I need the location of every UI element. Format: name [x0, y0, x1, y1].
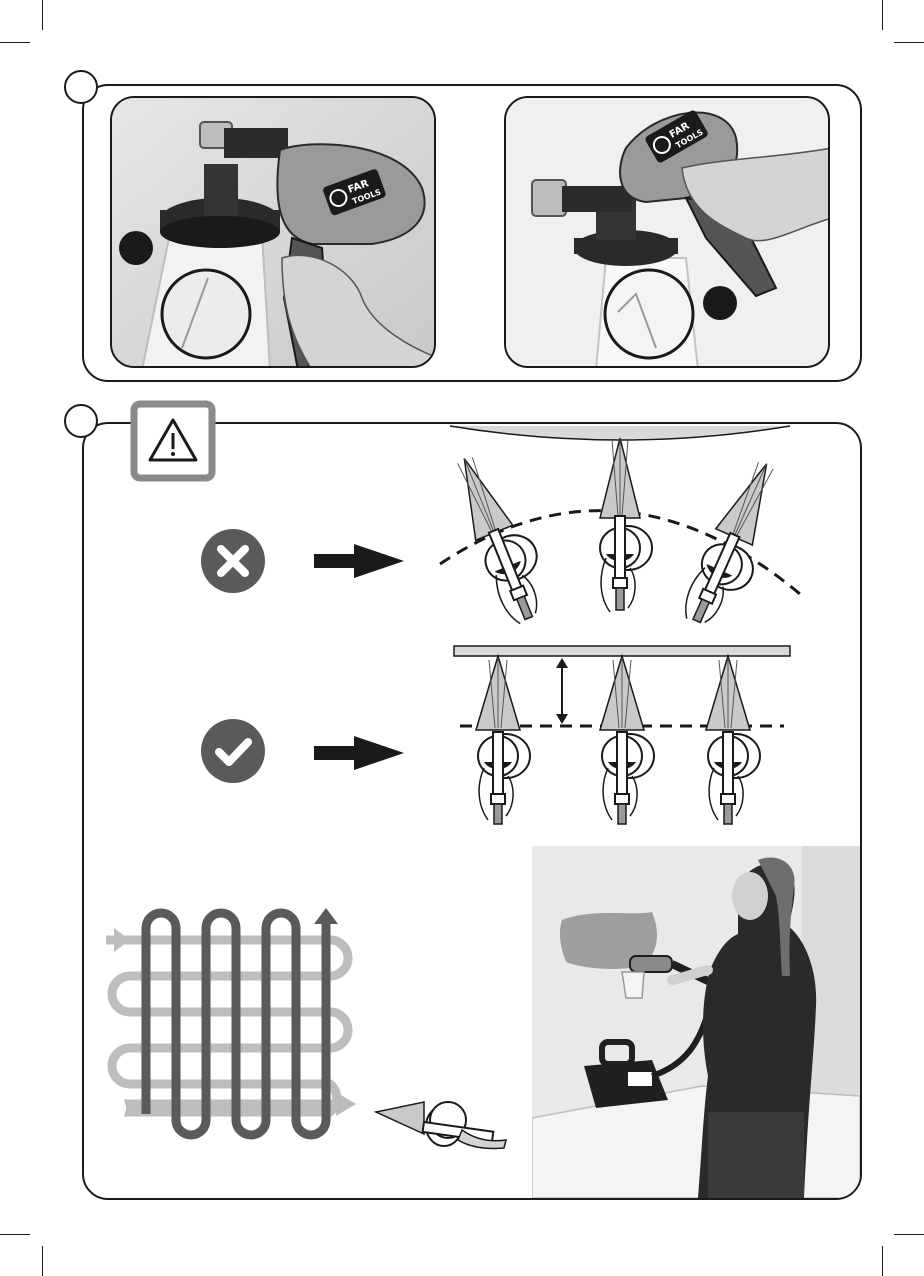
crop-mark [42, 0, 43, 30]
crop-mark [0, 1234, 30, 1235]
woman-spraying-illustration [532, 846, 860, 1198]
cross-circle-icon [200, 528, 266, 594]
cross-hatch-spray-pattern-diagram [100, 900, 362, 1144]
photo-spray-gun-tilted: FAR TOOLS [504, 96, 830, 368]
photo-woman-spraying-wall [532, 846, 860, 1198]
crop-mark [894, 1234, 924, 1235]
warning-triangle-icon [130, 400, 216, 482]
photo-spray-gun-upright: FAR TOOLS [110, 96, 436, 368]
spray-gun-tilted-illustration: FAR TOOLS [506, 98, 830, 368]
crop-mark [882, 0, 883, 30]
horizontal-spray-gun-illustration [372, 1090, 512, 1154]
spray-gun-upright-illustration: FAR TOOLS [112, 98, 436, 368]
incorrect-arc-technique-diagram [430, 424, 810, 644]
right-arrow-icon [314, 736, 404, 770]
crop-mark [882, 1246, 883, 1276]
crop-mark [42, 1246, 43, 1276]
check-circle-icon [200, 718, 266, 784]
crop-mark [0, 42, 30, 43]
step-2-marker [64, 404, 98, 438]
crop-mark [894, 42, 924, 43]
step-1-marker [64, 70, 98, 104]
right-arrow-icon [314, 544, 404, 578]
correct-parallel-technique-diagram [450, 644, 794, 844]
